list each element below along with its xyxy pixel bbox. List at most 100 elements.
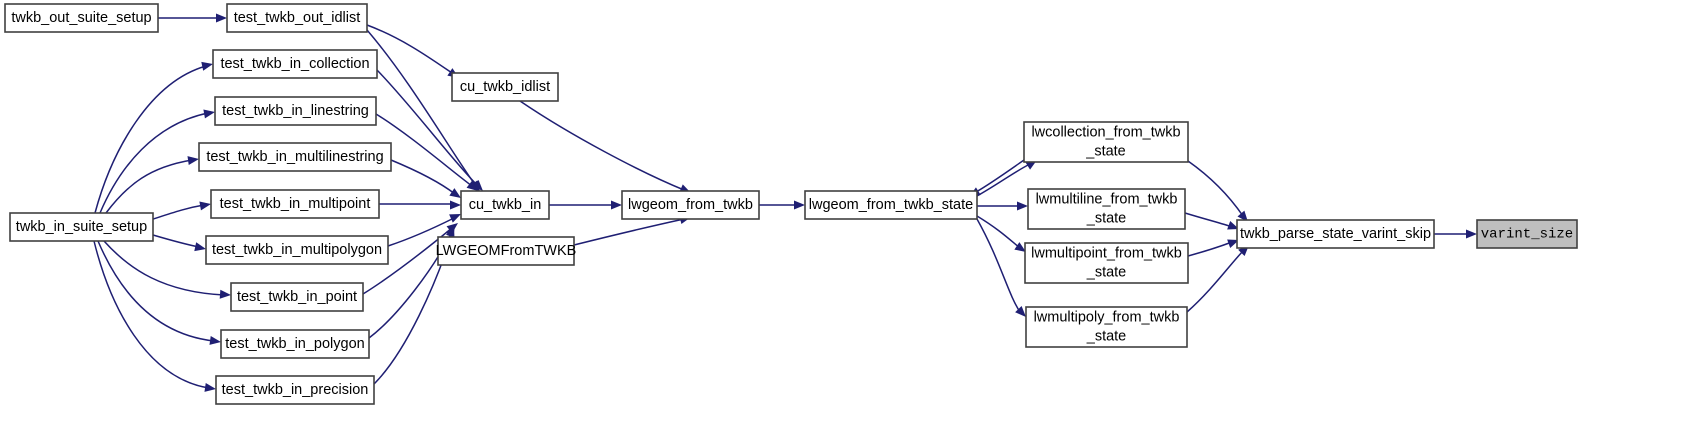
- edge-line: [976, 218, 1021, 313]
- node-twkb_out_suite_setup[interactable]: twkb_out_suite_setuptwkb_out_suite_setup: [4, 3, 159, 33]
- edge-twkb_in_suite_setup-to-test_twkb_in_precision: [93, 240, 216, 392]
- node-test_twkb_in_multipoint[interactable]: test_twkb_in_multipointtest_twkb_in_mult…: [210, 189, 380, 219]
- arrowhead-icon: [472, 179, 483, 191]
- node-LWGEOMFromTWKB[interactable]: LWGEOMFromTWKBLWGEOMFromTWKB: [436, 236, 577, 266]
- arrowhead-icon: [449, 214, 461, 223]
- edge-lwgeom_from_twkb_state-to-lwmultipoly_from_twkb_state: [976, 218, 1026, 317]
- edge-line: [366, 24, 453, 74]
- node-lwmultipoly_from_twkb_state[interactable]: lwmultipoly_from_twkb_statelwmultipoly_f…: [1025, 306, 1188, 348]
- edge-test_twkb_out_idlist-to-cu_twkb_idlist: [366, 24, 459, 78]
- node-lwgeom_from_twkb_state[interactable]: lwgeom_from_twkb_statelwgeom_from_twkb_s…: [804, 190, 978, 220]
- node-label: test_twkb_in_point: [237, 289, 357, 305]
- node-box[interactable]: [1024, 242, 1189, 284]
- node-label: lwmultipoly_from_twkb: [1034, 309, 1180, 325]
- node-lwmultipoint_from_twkb_state[interactable]: lwmultipoint_from_twkb_statelwmultipoint…: [1024, 242, 1189, 284]
- edge-twkb_parse_state_varint_skip-to-varint_size: [1434, 229, 1477, 239]
- edge-line: [152, 204, 205, 220]
- edge-line: [152, 234, 200, 248]
- edge-line: [1186, 249, 1245, 313]
- edge-line: [93, 240, 210, 389]
- edge-line: [1187, 160, 1244, 217]
- node-label: lwgeom_from_twkb: [628, 197, 753, 213]
- edge-twkb_in_suite_setup-to-test_twkb_in_multipoint: [152, 201, 211, 220]
- node-box[interactable]: [1025, 306, 1188, 348]
- node-box[interactable]: [220, 329, 370, 359]
- arrowhead-icon: [216, 13, 227, 23]
- edge-lwgeom_from_twkb_state-to-lwmultiline_from_twkb_state: [977, 201, 1028, 211]
- edge-twkb_out_suite_setup-to-test_twkb_out_idlist: [158, 13, 227, 23]
- arrowhead-icon: [611, 200, 622, 210]
- node-varint_size[interactable]: varint_sizevarint_size: [1476, 219, 1578, 249]
- edge-test_twkb_in_multipoint-to-cu_twkb_in: [379, 200, 461, 210]
- edge-lwmultipoly_from_twkb_state-to-twkb_parse_state_varint_skip: [1186, 245, 1249, 313]
- node-box[interactable]: [1027, 188, 1186, 230]
- edge-line: [362, 227, 453, 295]
- node-test_twkb_in_multipolygon[interactable]: test_twkb_in_multipolygontest_twkb_in_mu…: [205, 235, 389, 265]
- node-label: varint_size: [1481, 227, 1573, 243]
- node-test_twkb_in_multilinestring[interactable]: test_twkb_in_multilinestringtest_twkb_in…: [198, 142, 392, 172]
- node-lwmultiline_from_twkb_state[interactable]: lwmultiline_from_twkb_statelwmultiline_f…: [1027, 188, 1186, 230]
- arrowhead-icon: [201, 61, 213, 71]
- node-cu_twkb_in[interactable]: cu_twkb_incu_twkb_in: [460, 190, 550, 220]
- edge-line: [1184, 212, 1233, 228]
- arrowhead-icon: [1227, 239, 1239, 248]
- node-box[interactable]: [230, 282, 364, 312]
- node-box[interactable]: [1476, 219, 1578, 249]
- edge-lwcollection_from_twkb_state-to-twkb_parse_state_varint_skip: [1187, 160, 1248, 222]
- arrowhead-icon: [450, 200, 461, 210]
- node-label: lwcollection_from_twkb: [1031, 124, 1180, 140]
- arrowhead-icon: [219, 289, 231, 299]
- arrowhead-icon: [203, 109, 215, 119]
- node-box[interactable]: [226, 3, 368, 33]
- arrowhead-icon: [1237, 210, 1248, 222]
- edge-line: [976, 163, 1031, 197]
- node-box[interactable]: [4, 3, 159, 33]
- node-test_twkb_in_precision[interactable]: test_twkb_in_precisiontest_twkb_in_preci…: [215, 375, 375, 405]
- node-box[interactable]: [210, 189, 380, 219]
- node-box[interactable]: [1236, 219, 1435, 249]
- node-box[interactable]: [214, 96, 377, 126]
- edge-lwgeom_from_twkb_state-to-lwmultipoint_from_twkb_state: [976, 215, 1026, 252]
- edge-line: [975, 159, 1025, 193]
- edge-twkb_in_suite_setup-to-test_twkb_in_multipolygon: [152, 234, 206, 252]
- edge-twkb_in_suite_setup-to-test_twkb_in_point: [103, 240, 231, 299]
- arrowhead-icon: [449, 188, 461, 198]
- node-box[interactable]: [1023, 121, 1189, 163]
- edge-lwmultipoint_from_twkb_state-to-twkb_parse_state_varint_skip: [1187, 239, 1239, 257]
- node-lwcollection_from_twkb_state[interactable]: lwcollection_from_twkb_statelwcollection…: [1023, 121, 1189, 163]
- node-box[interactable]: [804, 190, 978, 220]
- node-box[interactable]: [205, 235, 389, 265]
- arrowhead-icon: [1466, 229, 1477, 239]
- node-label: test_twkb_in_polygon: [225, 336, 364, 352]
- node-layer: twkb_out_suite_setuptwkb_out_suite_setup…: [4, 3, 1578, 405]
- node-box[interactable]: [212, 49, 378, 79]
- edge-line: [573, 218, 685, 246]
- node-label: test_twkb_in_precision: [222, 382, 369, 398]
- node-label: _state: [1086, 328, 1127, 344]
- node-box[interactable]: [215, 375, 375, 405]
- node-box[interactable]: [621, 190, 760, 220]
- arrowhead-icon: [1227, 221, 1239, 230]
- node-box[interactable]: [460, 190, 550, 220]
- node-label: _state: [1086, 210, 1127, 226]
- node-box[interactable]: [437, 236, 575, 266]
- arrowhead-icon: [1017, 201, 1028, 211]
- node-box[interactable]: [451, 72, 559, 102]
- node-twkb_in_suite_setup[interactable]: twkb_in_suite_setuptwkb_in_suite_setup: [9, 212, 154, 242]
- node-box[interactable]: [198, 142, 392, 172]
- node-twkb_parse_state_varint_skip[interactable]: twkb_parse_state_varint_skiptwkb_parse_s…: [1236, 219, 1435, 249]
- node-test_twkb_in_linestring[interactable]: test_twkb_in_linestringtest_twkb_in_line…: [214, 96, 377, 126]
- node-label: twkb_parse_state_varint_skip: [1240, 226, 1431, 242]
- edge-line: [97, 240, 215, 342]
- arrowhead-icon: [209, 336, 221, 345]
- edge-cu_twkb_idlist-to-lwgeom_from_twkb: [519, 100, 691, 193]
- node-box[interactable]: [9, 212, 154, 242]
- node-test_twkb_in_collection[interactable]: test_twkb_in_collectiontest_twkb_in_coll…: [212, 49, 378, 79]
